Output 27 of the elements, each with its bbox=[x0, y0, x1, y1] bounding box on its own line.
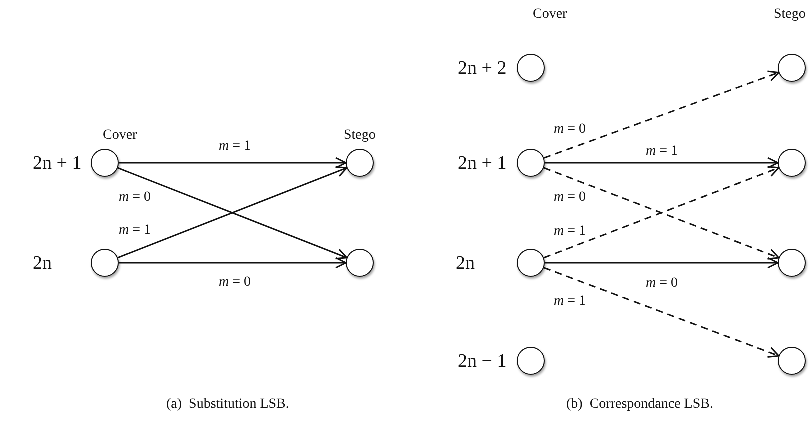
arrow bbox=[119, 157, 347, 169]
node-label: 2n + 1 bbox=[458, 154, 507, 172]
node-label: 2n bbox=[456, 254, 475, 272]
column-heading: Cover bbox=[533, 8, 568, 22]
circle-node bbox=[778, 54, 806, 82]
arrow bbox=[544, 267, 780, 358]
circle-node bbox=[517, 149, 545, 177]
column-heading: Cover bbox=[103, 129, 138, 143]
circle-node bbox=[346, 249, 374, 277]
circle-node bbox=[346, 149, 374, 177]
node-label: 2n − 1 bbox=[458, 352, 507, 370]
node-label: 2n bbox=[33, 254, 52, 272]
arrow bbox=[119, 257, 347, 269]
node-label: 2n + 2 bbox=[458, 58, 507, 78]
circle-node bbox=[517, 347, 545, 375]
arrow bbox=[544, 70, 780, 159]
circle-node bbox=[517, 54, 545, 82]
circle-node bbox=[778, 249, 806, 277]
node-label: 2n + 1 bbox=[33, 154, 82, 172]
arrow bbox=[545, 157, 779, 169]
arrow bbox=[545, 257, 779, 269]
circle-node bbox=[778, 149, 806, 177]
caption: (a) Substitution LSB. bbox=[166, 398, 290, 412]
circle-node bbox=[91, 149, 119, 177]
circle-node bbox=[517, 249, 545, 277]
circle-node bbox=[778, 347, 806, 375]
circle-node bbox=[91, 249, 119, 277]
